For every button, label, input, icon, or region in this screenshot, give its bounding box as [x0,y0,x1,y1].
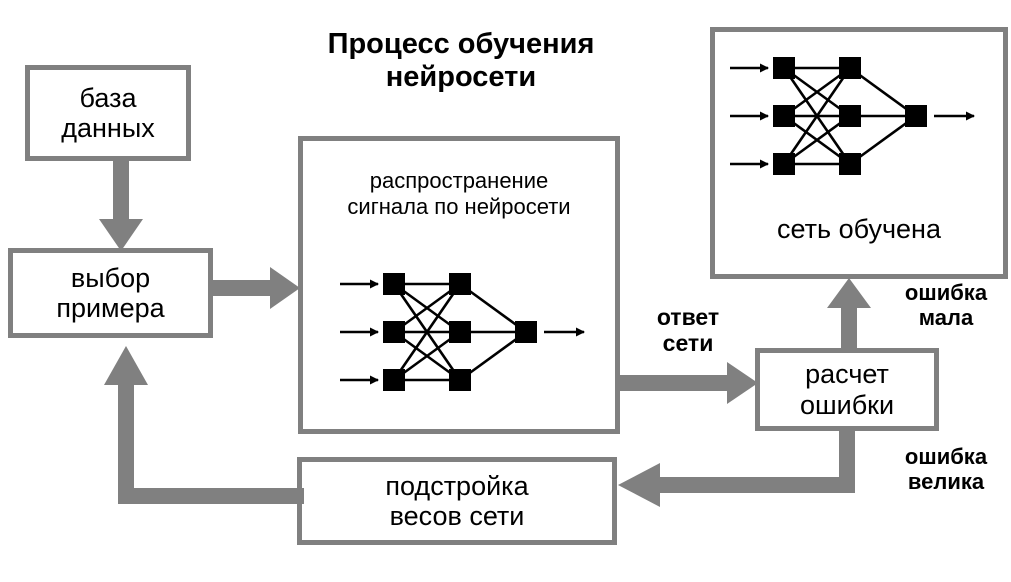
edge-label-error-small: ошибка мала [904,280,988,330]
node-select-example[interactable]: выбор примера [8,248,213,338]
node-weight-adjustment[interactable]: подстройка весов сети [297,457,617,545]
arrow-error-to-weights [616,427,868,509]
arrow-select-to-forward [210,266,302,310]
arrow-error-to-trained [824,276,874,352]
forward-propagation-label: распространение сигнала по нейросети [347,168,571,220]
edge-label-error-large: ошибка велика [904,444,988,494]
arrow-forward-to-error [616,361,760,405]
neural-network-diagram-trained [728,46,978,186]
trained-network-label: сеть обучена [777,214,941,244]
neural-network-diagram-forward [338,262,588,402]
edge-label-network-answer: ответ сети [656,304,720,356]
page-title: Процесс обучения нейросети [327,28,595,94]
node-error-calculation[interactable]: расчет ошибки [755,348,939,431]
arrow-weights-to-select [80,330,306,530]
arrow-database-to-select [96,157,146,253]
node-database[interactable]: база данных [25,65,191,161]
